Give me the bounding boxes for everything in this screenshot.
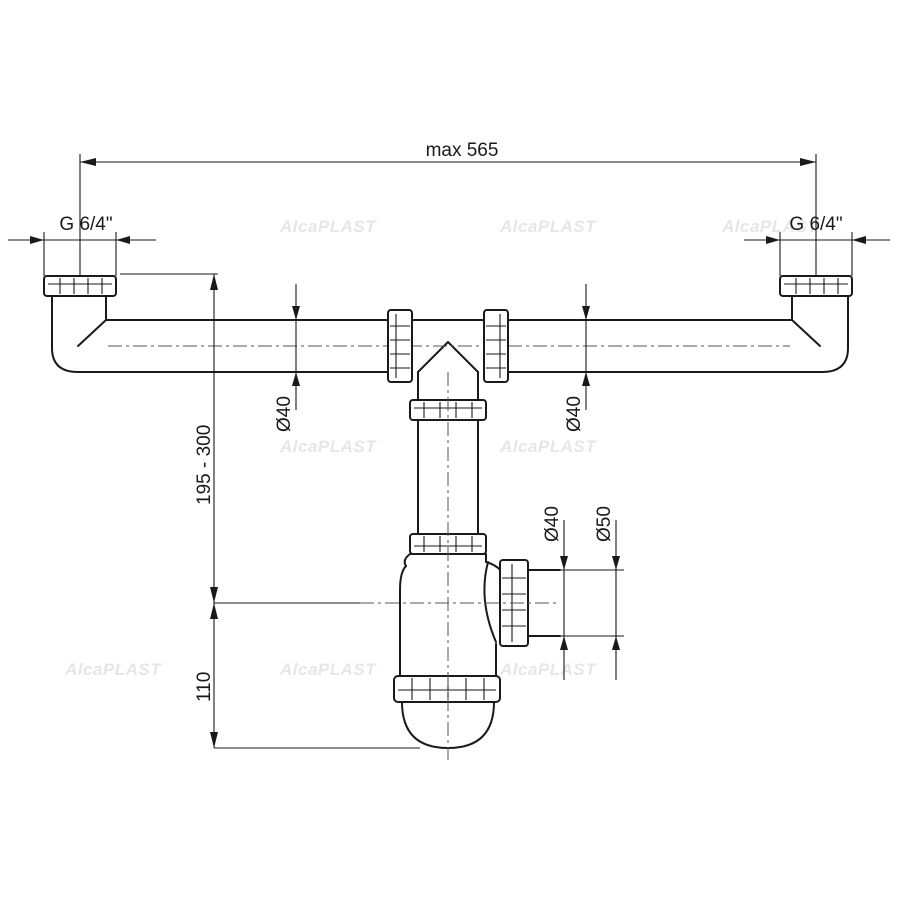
left-pipe-diameter-label: Ø40 [274, 396, 295, 432]
watermark-logo: AlcaPLAST [279, 217, 377, 236]
height-range-label: 195 - 300 [194, 425, 215, 505]
outlet-inner-diameter-label: Ø40 [542, 506, 563, 542]
watermark-logo: AlcaPLAST [721, 217, 819, 236]
horizontal-drain-pipe [51, 295, 849, 401]
vertical-pipe [409, 399, 487, 555]
dimension-thread-right: G 6/4" [744, 214, 890, 276]
dimension-outlet-diameters: Ø40 Ø50 [542, 506, 624, 680]
watermark-logo: AlcaPLAST [499, 217, 597, 236]
dimension-left-pipe-diameter: Ø40 [274, 284, 300, 432]
watermark-logo: AlcaPLAST [279, 437, 377, 456]
dimension-height-range: 195 - 300 110 [120, 273, 420, 749]
right-pipe-diameter-label: Ø40 [564, 396, 585, 432]
outlet-outer-diameter-label: Ø50 [594, 506, 615, 542]
watermark-logo: AlcaPLAST [499, 660, 597, 679]
left-inlet-nut [43, 275, 117, 297]
tee-right-nut [483, 309, 509, 383]
watermark-group: AlcaPLAST AlcaPLAST AlcaPLAST AlcaPLAST … [64, 217, 819, 679]
dimension-overall-width: max 565 [79, 140, 817, 276]
watermark-logo: AlcaPLAST [64, 660, 162, 679]
thread-right-label: G 6/4" [789, 214, 842, 235]
overall-width-label: max 565 [426, 140, 499, 161]
bottle-trap [360, 372, 561, 760]
dimension-right-pipe-diameter: Ø40 [564, 284, 590, 432]
outlet-height-label: 110 [194, 672, 215, 702]
thread-left-label: G 6/4" [59, 214, 112, 235]
watermark-logo: AlcaPLAST [279, 660, 377, 679]
right-inlet-nut [779, 275, 853, 297]
watermark-logo: AlcaPLAST [499, 437, 597, 456]
dimension-thread-left: G 6/4" [8, 214, 156, 276]
tee-left-nut [387, 309, 413, 383]
